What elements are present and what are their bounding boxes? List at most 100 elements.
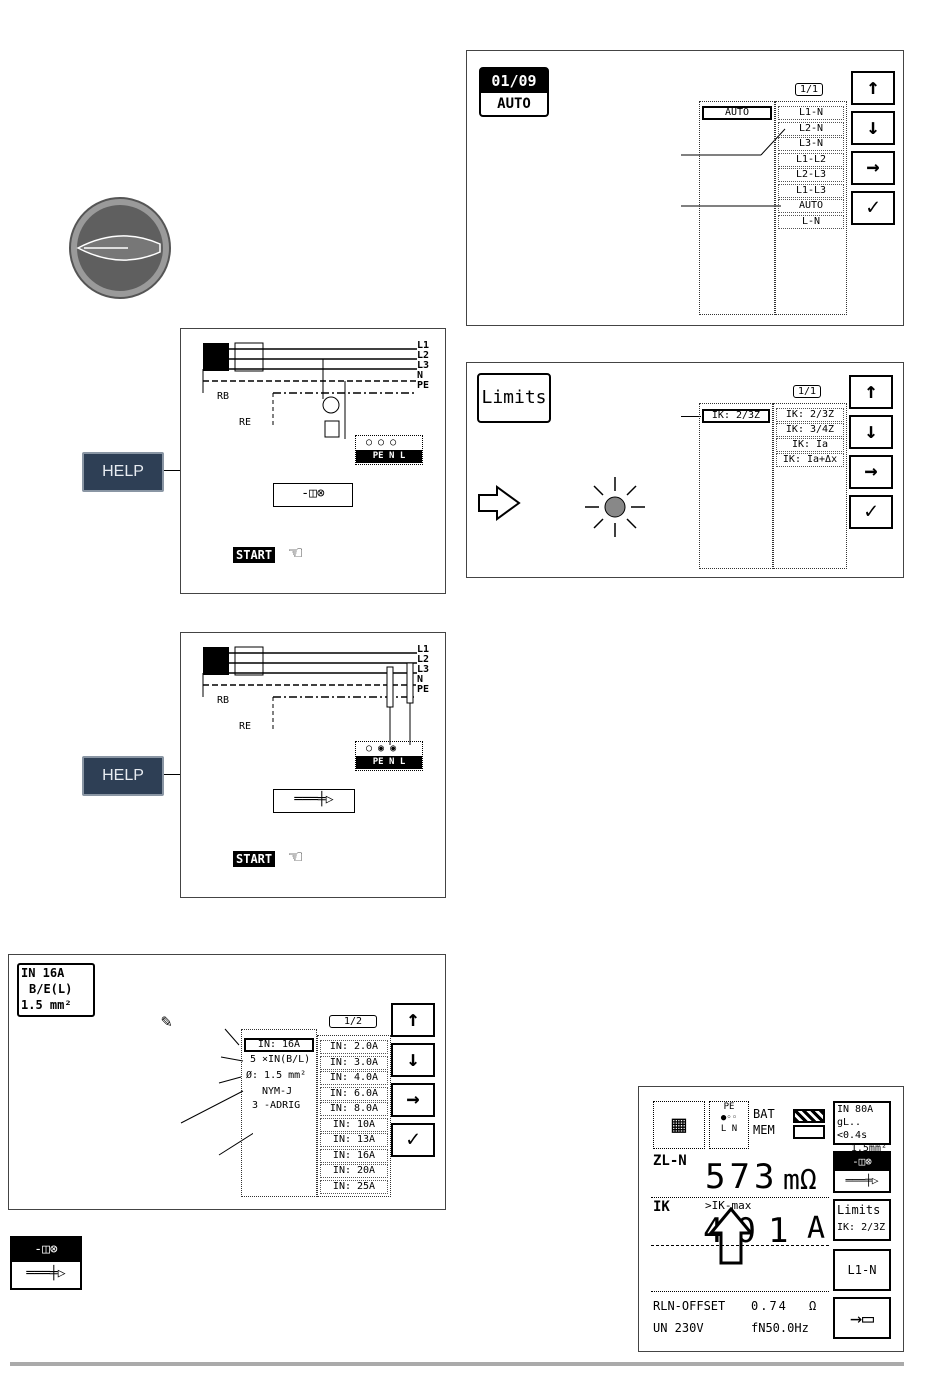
limits-badge: Limits	[477, 373, 551, 423]
scroll-down-button[interactable]: ↓	[849, 415, 893, 449]
list-option[interactable]: IK: Ia+Δx	[776, 453, 844, 467]
zln-unit: mΩ	[783, 1163, 817, 1196]
ik-label: IK	[653, 1199, 670, 1215]
list-option[interactable]: IK: Ia	[776, 438, 844, 452]
fuse-selected-item[interactable]: IN: 16A	[244, 1038, 314, 1052]
limits-value: IK: 2/3Z	[837, 1222, 886, 1233]
list-option[interactable]: IN: 10A	[320, 1117, 388, 1132]
list-option[interactable]: IN: 13A	[320, 1133, 388, 1147]
list-option[interactable]: IN: 6.0A	[320, 1086, 388, 1101]
fuse-left-list: IN: 16A 5 ×IN(B/L) Ø: 1.5 mm² NYM-J 3 -A…	[241, 1029, 317, 1197]
mode-toggle-button[interactable]: -◫⊗ ═══╪▷	[833, 1151, 891, 1193]
arrow-outline-icon	[478, 485, 521, 521]
list-option[interactable]: L1-L3	[778, 183, 844, 198]
phase-button[interactable]: L1-N	[833, 1249, 891, 1291]
pointing-hand-icon: ☜	[289, 845, 303, 870]
list-option[interactable]: L-N	[778, 214, 844, 229]
auto-badge-line2: AUTO	[497, 96, 531, 112]
line-label-l1: L1	[417, 340, 430, 351]
list-option[interactable]: IN: 8.0A	[320, 1102, 388, 1116]
start-label: START	[233, 547, 276, 563]
limits-button[interactable]: Limits IK: 2/3Z	[833, 1199, 891, 1241]
zln-value: 573	[705, 1157, 779, 1197]
wiring-diagram-2: L1 L2 L3 N PE RB RE ○ ◉ ◉ PE N L ═══╪▷ S…	[180, 632, 446, 898]
scroll-up-button[interactable]: ↑	[851, 71, 895, 105]
confirm-button[interactable]: ✓	[391, 1123, 435, 1157]
plug-adapter-icon: -◫⊗	[273, 483, 353, 507]
fuse-cross-section: Ø: 1.5 mm²	[246, 1070, 307, 1081]
list-option[interactable]: L2-N	[778, 121, 844, 136]
help-button[interactable]: HELP	[82, 452, 164, 492]
page-footer-rule	[10, 1362, 904, 1366]
list-option[interactable]: L1-L2	[778, 152, 844, 167]
re-label: RE	[239, 417, 252, 428]
list-option[interactable]: L3-N	[778, 137, 844, 151]
fuse-badge-line1: IN 16A	[21, 966, 65, 980]
limits-left-list: IK: 2/3Z	[699, 403, 773, 569]
wiring-diagram-1: L1 L2 L3 N PE RB RE ○ ○ ○ PE N L -◫⊗ STA…	[180, 328, 446, 594]
scroll-up-button[interactable]: ↑	[391, 1003, 435, 1037]
list-option[interactable]: L2-L3	[778, 168, 844, 182]
battery-icon	[793, 1109, 825, 1123]
list-option[interactable]: IN: 2.0A	[320, 1040, 388, 1054]
fuse-badge-line3: 1.5 mm²	[21, 998, 72, 1012]
line-label-l1: L1	[417, 644, 430, 655]
list-option[interactable]: IN: 16A	[320, 1148, 388, 1163]
measurement-result-panel: ▦ PE●◦◦L N BAT MEM IN 80A gL..<0.4s 1.5m…	[638, 1086, 904, 1352]
scroll-down-button[interactable]: ↓	[851, 111, 895, 145]
list-option[interactable]: IN: 25A	[320, 1179, 388, 1194]
scroll-up-button[interactable]: ↑	[849, 375, 893, 409]
confirm-button[interactable]: ✓	[849, 495, 893, 529]
next-button[interactable]: →	[851, 151, 895, 185]
list-option[interactable]: IN: 20A	[320, 1164, 388, 1178]
callout-lines	[681, 128, 786, 207]
rb-label: RB	[217, 695, 230, 706]
fuse-info-line2: gL..<0.4s	[837, 1117, 868, 1141]
list-option[interactable]: AUTO	[778, 199, 844, 213]
fuse-selection-panel: IN 16A B/E(L) 1.5 mm² ✎ IN: 16A 5 ×IN(B/…	[8, 954, 446, 1210]
socket-labels: PE N L	[356, 756, 422, 769]
save-to-memory-button[interactable]: →▭	[833, 1297, 891, 1339]
re-label: RE	[239, 721, 252, 732]
fuse-cable-type: NYM-J	[262, 1086, 293, 1097]
pointing-hand-icon: ☜	[289, 541, 303, 566]
confirm-button[interactable]: ✓	[851, 191, 895, 225]
edit-icon: ✎	[161, 1011, 172, 1032]
list-option[interactable]: IK: 2/3Z	[776, 408, 844, 422]
rotary-knob[interactable]	[68, 196, 172, 300]
auto-left-list: AUTO	[699, 101, 775, 315]
next-button[interactable]: →	[391, 1083, 435, 1117]
fuse-badge-line2: B/E(L)	[29, 982, 73, 996]
zln-label: ZL-N	[653, 1153, 687, 1169]
fuse-conductors: 3 -ADRIG	[252, 1100, 301, 1111]
fuse-info-line3: 1.5mm²	[850, 1143, 887, 1154]
auto-selected-item[interactable]: AUTO	[702, 106, 772, 120]
help-button[interactable]: HELP	[82, 756, 164, 796]
fuse-info-line1: IN 80A	[837, 1104, 874, 1115]
list-option[interactable]: IN: 4.0A	[320, 1071, 388, 1085]
rln-offset-label: RLN-OFFSET	[653, 1299, 726, 1313]
memory-icon	[793, 1125, 825, 1139]
auto-badge-line1: 01/09	[481, 69, 547, 93]
fn-label: fN50.0Hz	[751, 1321, 809, 1335]
line-labels-2: L1 L2 L3 N PE	[417, 645, 429, 695]
list-option[interactable]: L1-N	[778, 106, 844, 120]
line-label-l2: L2	[417, 654, 430, 665]
list-option[interactable]: IK: 3/4Z	[776, 423, 844, 437]
rln-offset-unit: Ω	[809, 1299, 817, 1313]
next-button[interactable]: →	[849, 455, 893, 489]
line-label-l3: L3	[417, 664, 430, 675]
list-option[interactable]: IN: 3.0A	[320, 1055, 388, 1070]
fuse-info-button[interactable]: IN 80A gL..<0.4s 1.5mm²	[833, 1101, 891, 1154]
device-icon: ▦	[653, 1101, 705, 1149]
line-label-pe: PE	[417, 380, 430, 391]
limits-selected-item[interactable]: IK: 2/3Z	[702, 409, 770, 423]
up-arrow-icon	[709, 1207, 753, 1265]
scroll-down-button[interactable]: ↓	[391, 1043, 435, 1077]
rotary-knob-icon	[69, 197, 171, 299]
rb-label: RB	[217, 391, 230, 402]
save-to-memory-icon: →▭	[849, 1306, 875, 1330]
